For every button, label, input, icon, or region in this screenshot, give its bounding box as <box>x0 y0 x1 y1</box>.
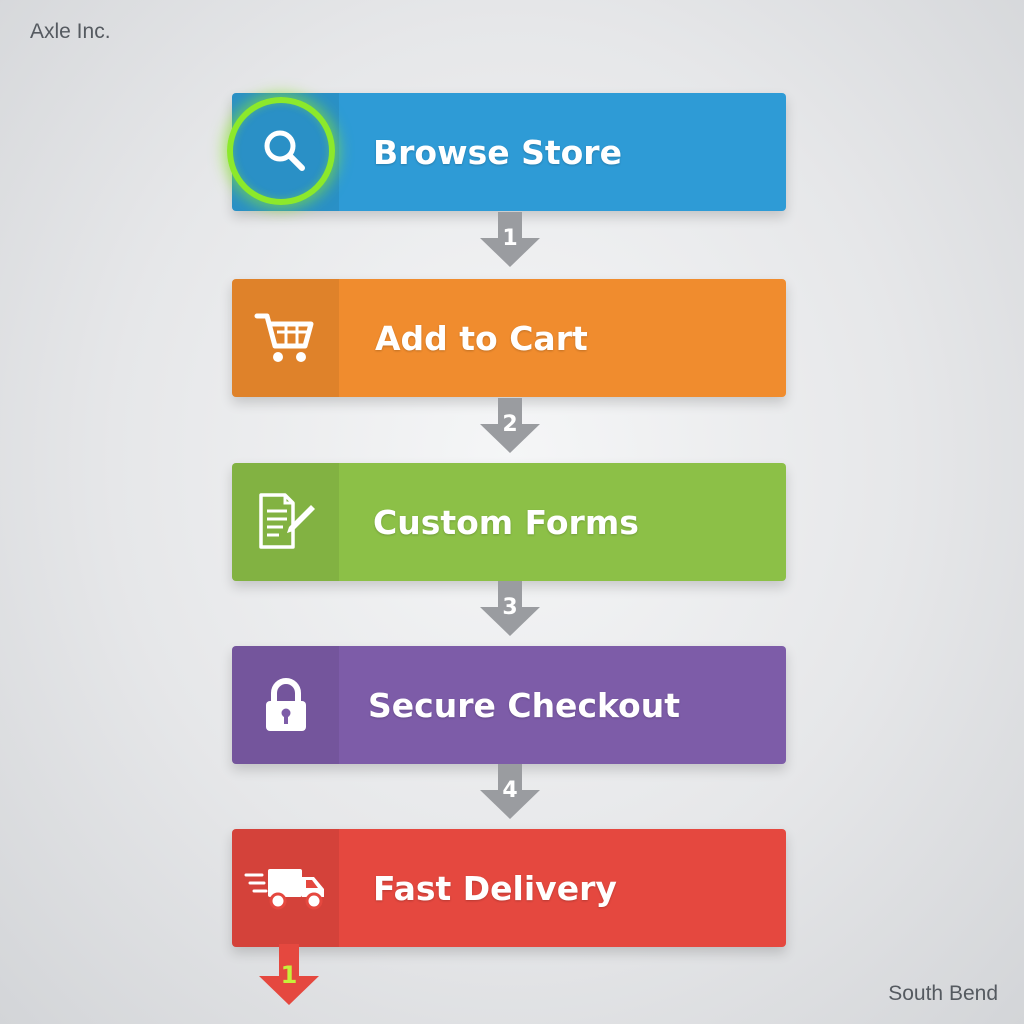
step-icon-area <box>232 829 339 947</box>
end-arrow: 1 <box>258 944 320 1006</box>
brand-label: Axle Inc. <box>30 20 111 43</box>
cart-icon <box>254 313 313 362</box>
connector-number: 4 <box>502 778 518 803</box>
step-label: Browse Store <box>373 132 622 172</box>
step-icon-area <box>232 463 339 581</box>
step-label: Fast Delivery <box>373 868 617 908</box>
step-custom-forms[interactable]: Custom Forms <box>232 463 786 581</box>
step-label: Add to Cart <box>375 318 588 358</box>
connector-number: 2 <box>502 412 518 437</box>
connector-number: 1 <box>502 226 518 251</box>
connector-arrow: 3 <box>479 581 541 637</box>
form-edit-icon <box>258 493 315 549</box>
step-icon-area <box>232 279 339 397</box>
truck-icon <box>244 869 324 910</box>
connector-number: 3 <box>502 595 518 620</box>
step-fast-delivery[interactable]: Fast Delivery <box>232 829 786 947</box>
step-icon-area <box>232 646 339 764</box>
connector-arrow: 4 <box>479 764 541 820</box>
step-label: Custom Forms <box>373 502 639 542</box>
location-label: South Bend <box>888 982 998 1005</box>
step-add-to-cart[interactable]: Add to Cart <box>232 279 786 397</box>
connector-arrow: 2 <box>479 398 541 454</box>
end-arrow-number: 1 <box>280 961 298 989</box>
step-secure-checkout[interactable]: Secure Checkout <box>232 646 786 764</box>
connector-arrow: 1 <box>479 212 541 268</box>
lock-icon <box>265 678 306 731</box>
highlight-ring <box>227 97 335 205</box>
step-label: Secure Checkout <box>368 685 681 725</box>
